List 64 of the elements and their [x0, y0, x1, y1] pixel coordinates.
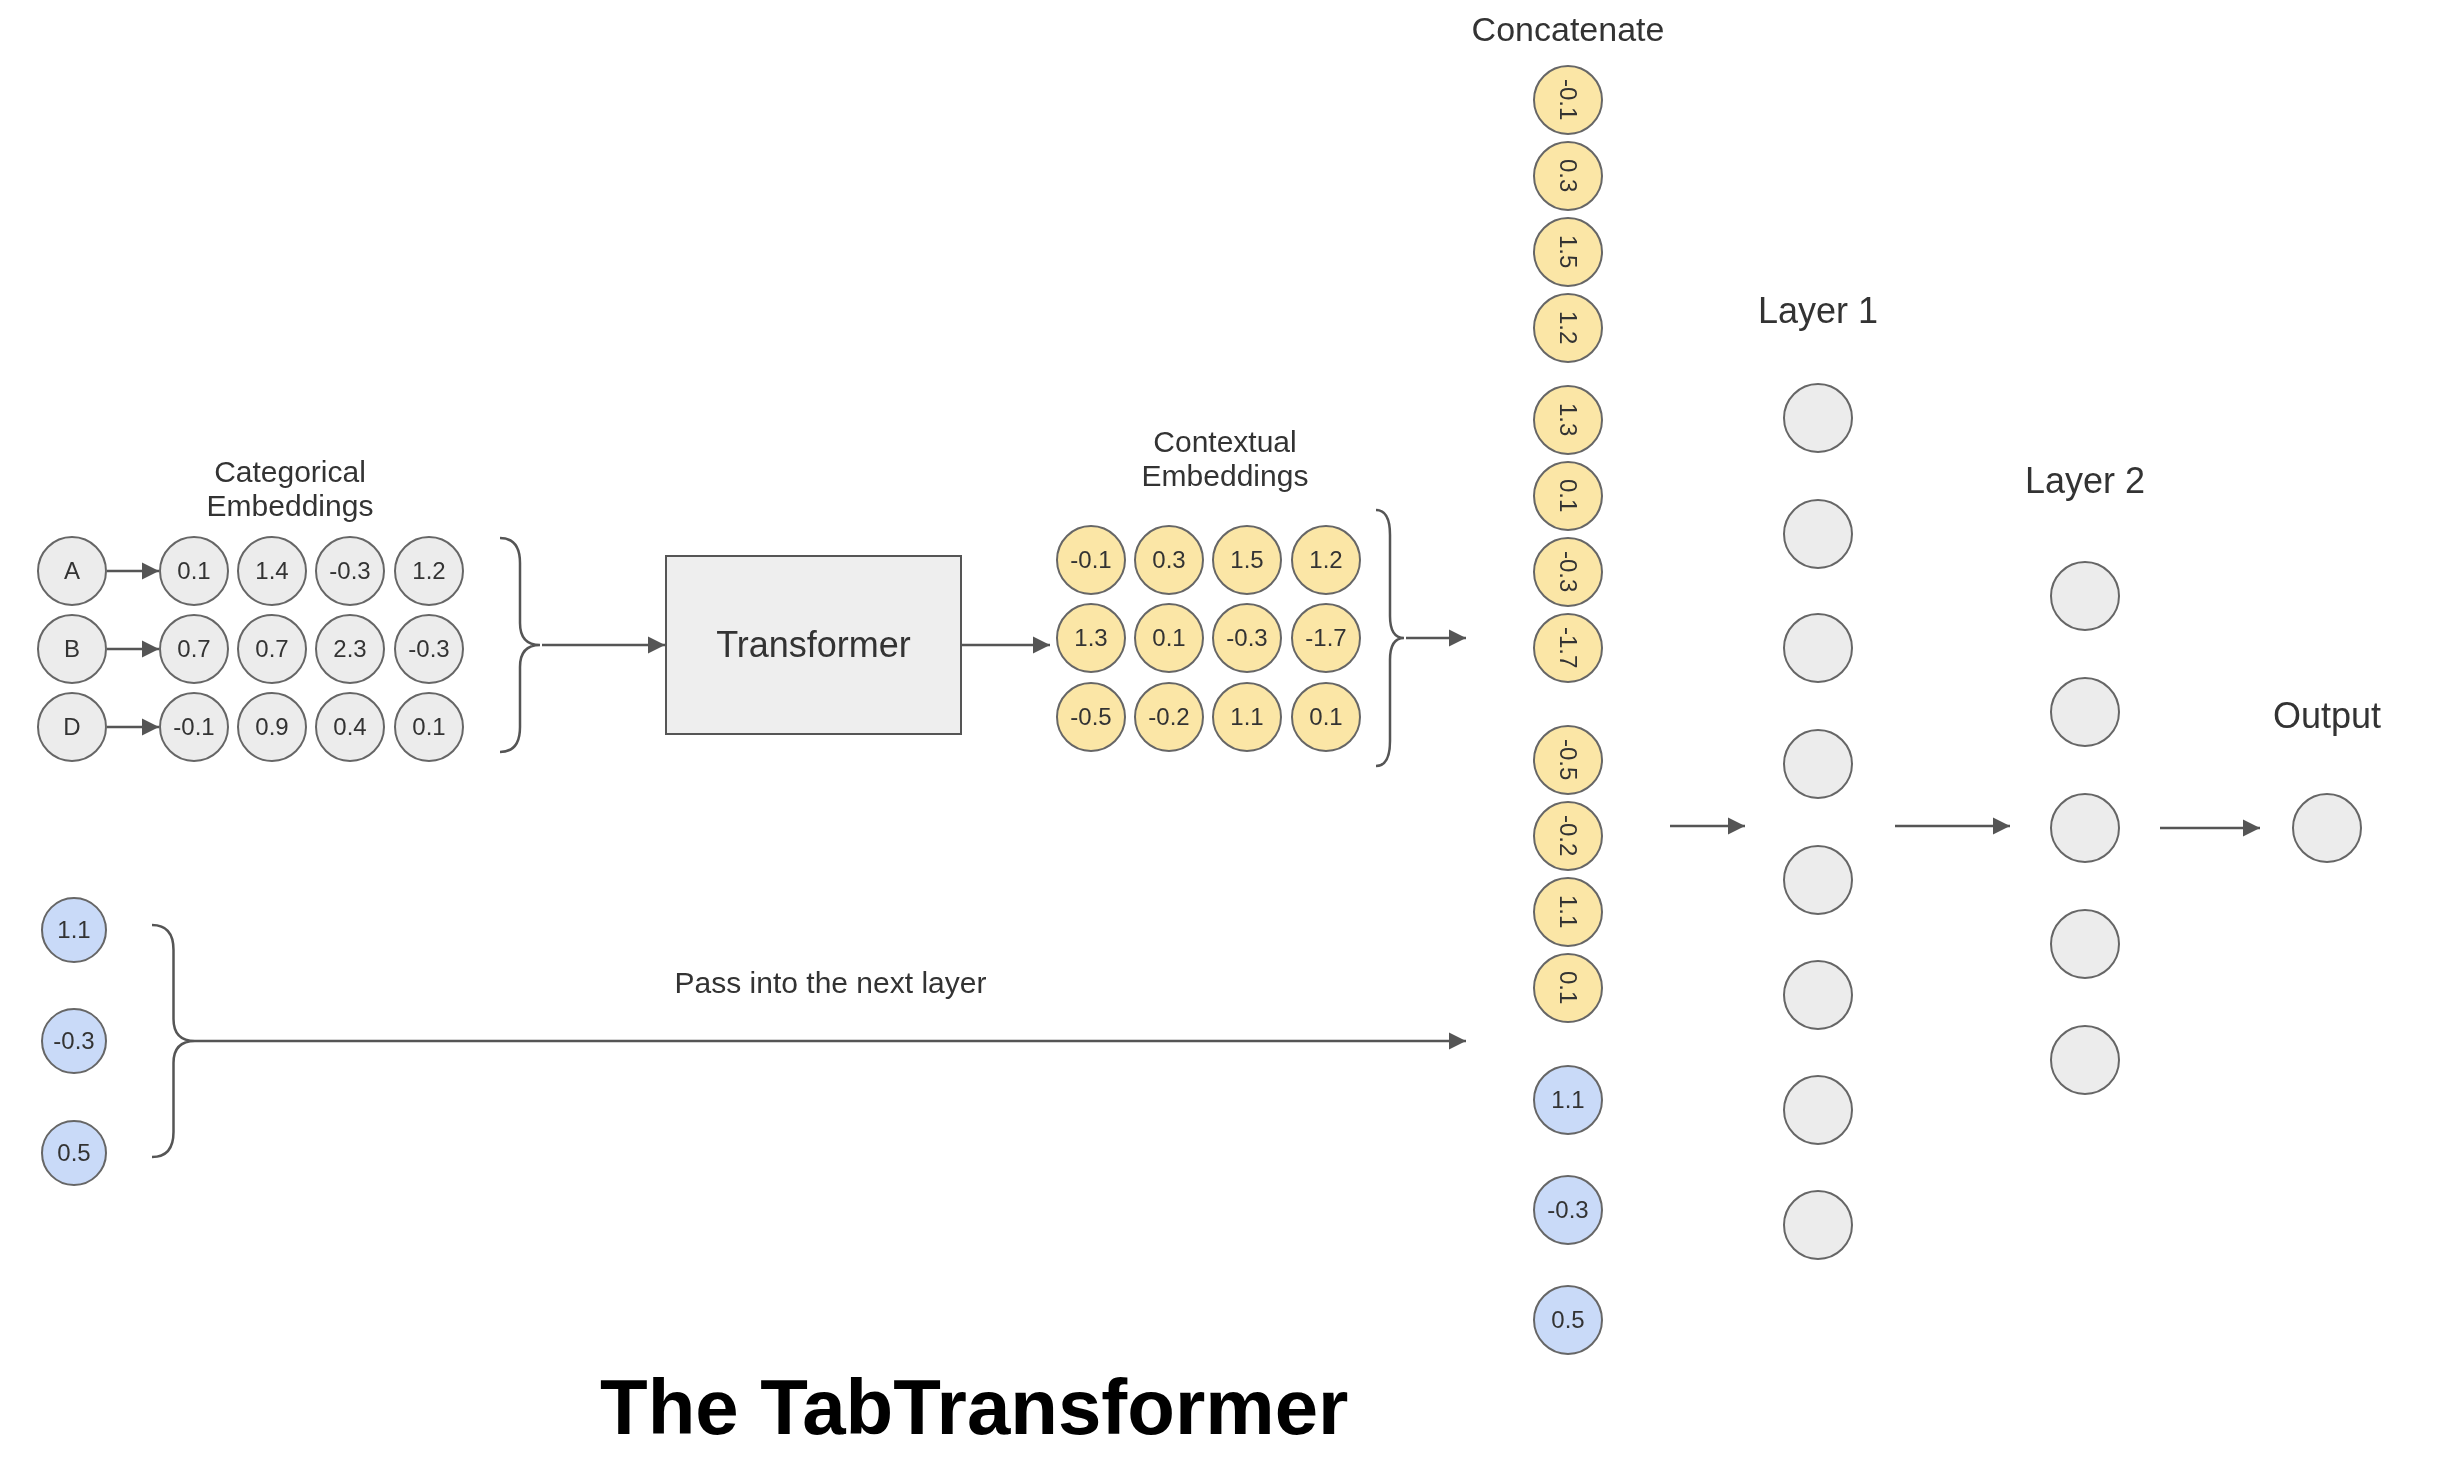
arrow — [2160, 819, 2260, 837]
brace — [151, 923, 197, 1159]
value-circle: 0.1 — [1291, 682, 1361, 752]
value-circle: 0.1 — [159, 536, 229, 606]
group-heading: Concatenate — [1470, 10, 1666, 49]
value-circle: -0.3 — [41, 1008, 107, 1074]
group-heading: Layer 2 — [2023, 460, 2147, 502]
value-circle: 0.1 — [394, 692, 464, 762]
value-circle: -1.7 — [1291, 603, 1361, 673]
value-circle: 0.3 — [1533, 141, 1603, 211]
value-circle: 1.5 — [1533, 217, 1603, 287]
arrow — [107, 640, 159, 658]
value-circle: -0.3 — [1533, 537, 1603, 607]
value-circle: B — [37, 614, 107, 684]
value-circle: -0.1 — [159, 692, 229, 762]
value-circle: D — [37, 692, 107, 762]
group-heading: Output — [2271, 695, 2383, 737]
value-circle: -0.5 — [1533, 725, 1603, 795]
value-circle: 1.1 — [1212, 682, 1282, 752]
arrow — [1895, 817, 2010, 835]
arrow — [962, 636, 1050, 654]
value-circle: 1.1 — [41, 897, 107, 963]
value-circle: 1.1 — [1533, 877, 1603, 947]
value-circle: -0.3 — [1533, 1175, 1603, 1245]
value-circle: 0.1 — [1533, 953, 1603, 1023]
value-circle: -0.3 — [394, 614, 464, 684]
group-heading: Layer 1 — [1756, 290, 1880, 332]
title: The TabTransformer — [600, 1362, 1349, 1453]
value-circle: 0.1 — [1533, 461, 1603, 531]
arrow — [1406, 629, 1466, 647]
value-circle: 1.4 — [237, 536, 307, 606]
group-heading: Categorical Embeddings — [205, 455, 375, 523]
value-circle: 1.3 — [1533, 385, 1603, 455]
value-circle: 0.5 — [41, 1120, 107, 1186]
value-circle: -0.1 — [1056, 525, 1126, 595]
value-circle: 1.2 — [394, 536, 464, 606]
value-circle: -0.5 — [1056, 682, 1126, 752]
value-circle: -0.3 — [1212, 603, 1282, 673]
value-circle: 0.9 — [237, 692, 307, 762]
arrow — [107, 718, 159, 736]
value-circle: -1.7 — [1533, 613, 1603, 683]
value-circle: -0.2 — [1533, 801, 1603, 871]
value-circle: -0.1 — [1533, 65, 1603, 135]
arrow — [1670, 817, 1745, 835]
value-circle: 0.3 — [1134, 525, 1204, 595]
arrow — [195, 1032, 1466, 1050]
value-circle: 1.5 — [1212, 525, 1282, 595]
value-circle: 0.7 — [159, 614, 229, 684]
value-circle: 0.7 — [237, 614, 307, 684]
value-circle: 0.4 — [315, 692, 385, 762]
value-circle: -0.3 — [315, 536, 385, 606]
value-circle: -0.2 — [1134, 682, 1204, 752]
value-circle: 1.1 — [1533, 1065, 1603, 1135]
value-circle: 1.2 — [1291, 525, 1361, 595]
value-circle: 1.3 — [1056, 603, 1126, 673]
process-box: Transformer — [665, 555, 962, 735]
group-heading: Contextual Embeddings — [1140, 425, 1310, 493]
arrow — [107, 562, 159, 580]
value-circle: A — [37, 536, 107, 606]
value-circle: 1.2 — [1533, 293, 1603, 363]
value-circle: 0.5 — [1533, 1285, 1603, 1355]
value-circle: 2.3 — [315, 614, 385, 684]
arrow — [542, 636, 665, 654]
value-circle: 0.1 — [1134, 603, 1204, 673]
